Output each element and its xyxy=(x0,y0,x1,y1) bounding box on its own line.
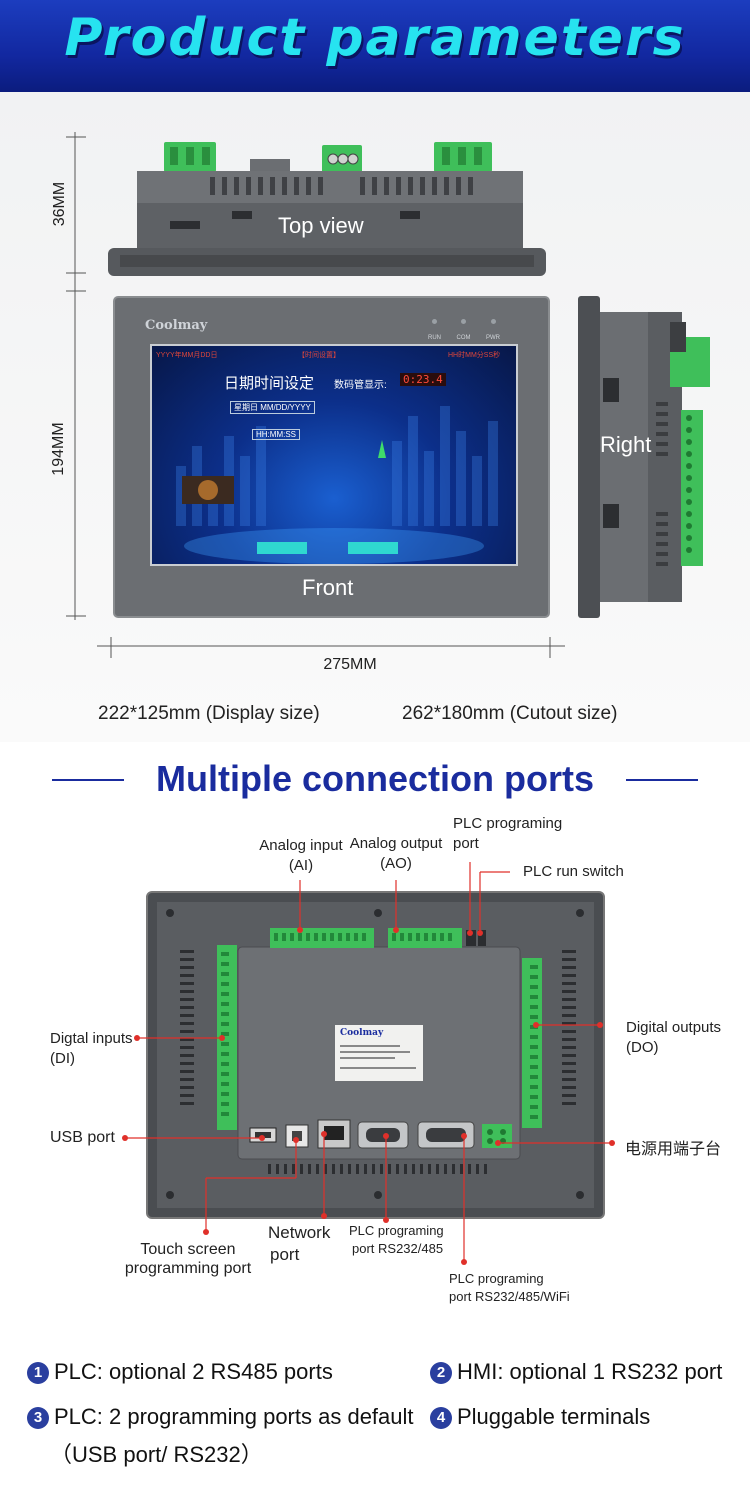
label-analog-input: Analog input(AI) xyxy=(259,837,343,874)
dimension-drawing xyxy=(66,132,565,658)
back-panel-drawing xyxy=(122,862,615,1265)
title-rule-left xyxy=(52,779,124,781)
led-pwr: PWR xyxy=(486,335,500,341)
screen-time-field[interactable]: HH:MM:SS xyxy=(252,429,300,440)
led-run: RUN xyxy=(428,335,441,341)
title-rule-right xyxy=(626,779,698,781)
feature-number-2: 2 xyxy=(430,1362,452,1384)
screen-date-field[interactable]: 星期日 MM/DD/YYYY xyxy=(230,401,315,414)
feature-number-1: 1 xyxy=(27,1362,49,1384)
screen-title-text: 【时间设置】 xyxy=(298,352,340,359)
page-title: Product parameters xyxy=(64,8,686,68)
hmi-screen[interactable]: YYYY年MM月DD日 【时间设置】 HH时MM分SS秒 日期时间设定 数码管显… xyxy=(150,344,518,566)
screen-time-text: HH时MM分SS秒 xyxy=(448,352,501,359)
brand-logo: Coolmay xyxy=(145,318,208,333)
dim-width: 275MM xyxy=(323,656,377,673)
screen-heading: 日期时间设定 xyxy=(224,374,315,392)
status-leds: RUN COM PWR xyxy=(428,319,500,344)
cutout-size: 262*180mm (Cutout size) xyxy=(402,703,618,724)
dim-height-top: 36MM xyxy=(51,181,68,227)
top-view-label: Top view xyxy=(278,213,364,238)
screen-equalizer-graphic xyxy=(176,406,498,564)
label-digital-outputs: Digital outputs(DO) xyxy=(626,1019,722,1056)
front-view-label: Front xyxy=(302,575,354,600)
panel-label-brand: Coolmay xyxy=(340,1028,384,1038)
screen-date-text: YYYY年MM月DD日 xyxy=(156,352,218,359)
label-plc-run-switch: PLC run switch xyxy=(523,863,624,880)
right-view-label: Right xyxy=(600,432,652,457)
top-view-drawing xyxy=(108,142,546,276)
led-com: COM xyxy=(456,335,471,341)
right-view-drawing xyxy=(578,296,710,618)
header-banner: Product parameters xyxy=(0,0,750,92)
display-size: 222*125mm (Display size) xyxy=(98,703,320,724)
dim-height-front: 194MM xyxy=(50,422,67,476)
feature-3-subtext: （USB port/ RS232） xyxy=(50,1442,263,1467)
feature-number-4: 4 xyxy=(430,1407,452,1429)
label-digital-inputs: Digtal inputs(DI) xyxy=(50,1030,133,1067)
feature-number-3: 3 xyxy=(27,1407,49,1429)
screen-digit-value: 0:23.4 xyxy=(400,373,446,386)
screen-digit-label: 数码管显示: xyxy=(334,380,387,391)
ports-title: Multiple connection ports xyxy=(156,758,594,799)
label-analog-output: Analog output(AO) xyxy=(349,835,443,872)
label-power-terminal: 电源用端子台 xyxy=(625,1141,722,1158)
label-usb-port: USB port xyxy=(50,1129,115,1146)
